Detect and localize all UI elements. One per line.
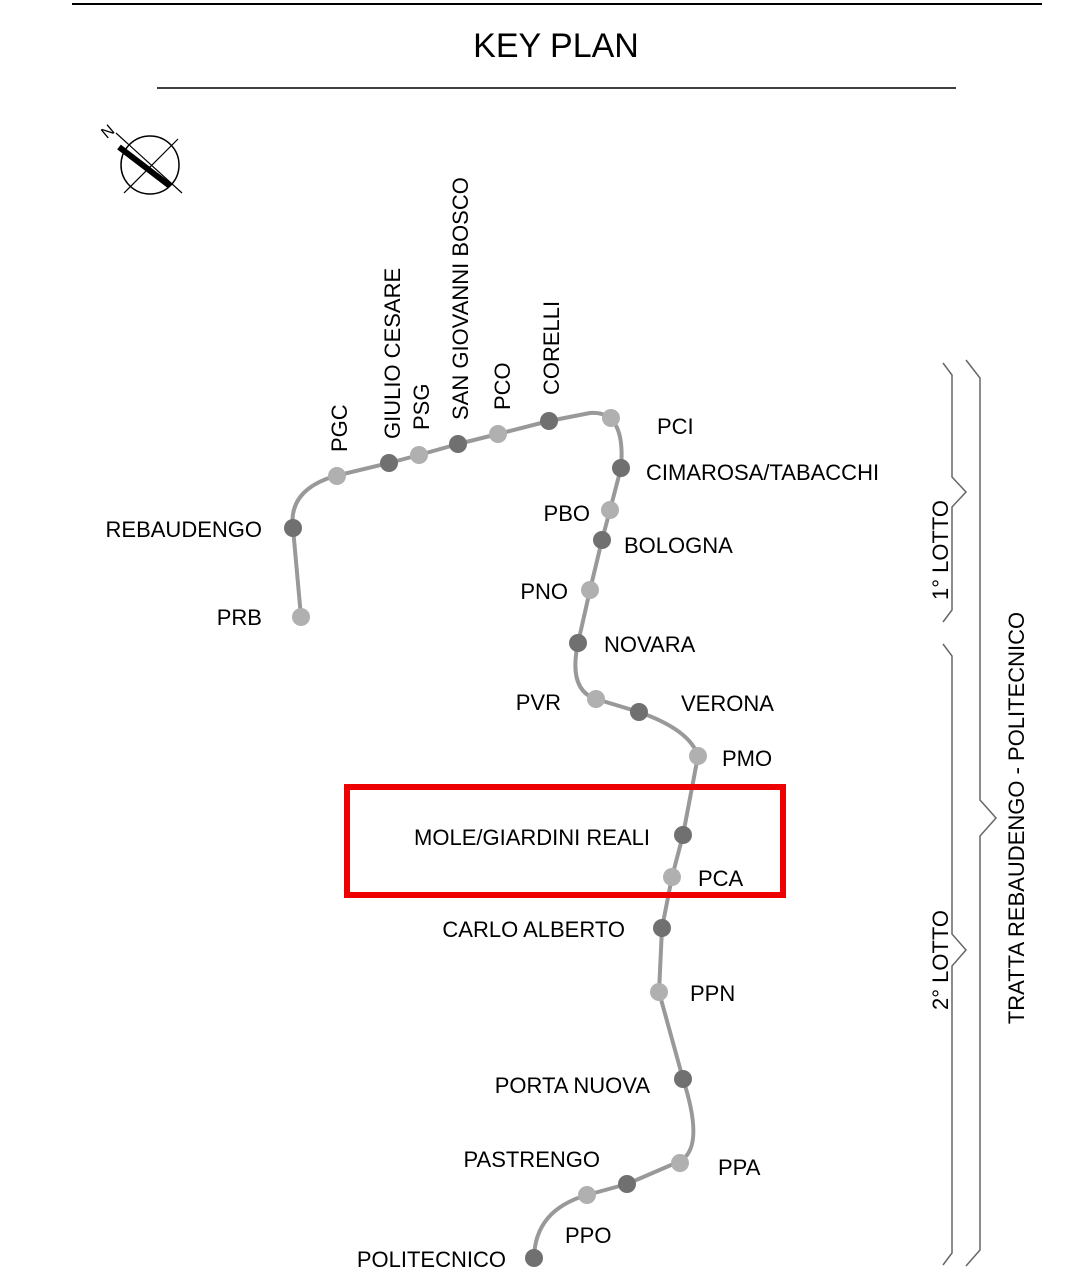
station-label-ppa: PPA bbox=[718, 1155, 761, 1180]
station-label-rebaudengo: REBAUDENGO bbox=[106, 517, 262, 542]
station-label-cimarosa-tabacchi: CIMAROSA/TABACCHI bbox=[646, 460, 879, 485]
station-label-verona: VERONA bbox=[681, 691, 774, 716]
station-marker-pca bbox=[663, 868, 681, 886]
station-label-psg: PSG bbox=[409, 384, 434, 430]
station-marker-politecnico bbox=[525, 1249, 543, 1267]
station-marker-prb bbox=[292, 608, 310, 626]
station-marker-giulio-cesare bbox=[380, 454, 398, 472]
station-marker-pno bbox=[581, 581, 599, 599]
north-arrow-icon: N bbox=[98, 122, 183, 195]
station-label-carlo-alberto: CARLO ALBERTO bbox=[442, 917, 625, 942]
station-marker-novara bbox=[569, 634, 587, 652]
station-marker-carlo-alberto bbox=[653, 919, 671, 937]
station-label-novara: NOVARA bbox=[604, 632, 696, 657]
station-label-prb: PRB bbox=[217, 605, 262, 630]
station-label-mole-giardini-reali: MOLE/GIARDINI REALI bbox=[414, 825, 650, 850]
station-label-pastrengo: PASTRENGO bbox=[463, 1147, 600, 1172]
station-marker-mole-giardini-reali bbox=[674, 826, 692, 844]
highlight-box bbox=[344, 784, 786, 898]
station-marker-cimarosa-tabacchi bbox=[612, 459, 630, 477]
station-marker-corelli bbox=[540, 412, 558, 430]
station-marker-bologna bbox=[593, 531, 611, 549]
station-label-pbo: PBO bbox=[544, 501, 590, 526]
station-marker-pci bbox=[602, 409, 620, 427]
station-label-pmo: PMO bbox=[722, 746, 772, 771]
station-marker-san-giovanni-bosco bbox=[449, 435, 467, 453]
station-marker-pvr bbox=[587, 690, 605, 708]
station-marker-psg bbox=[410, 446, 428, 464]
station-marker-pbo bbox=[601, 501, 619, 519]
second-lot-bracket bbox=[942, 643, 967, 1266]
station-label-pno: PNO bbox=[520, 579, 568, 604]
lot-brackets bbox=[942, 359, 998, 1267]
station-marker-ppo bbox=[578, 1186, 596, 1204]
station-marker-pastrengo bbox=[618, 1175, 636, 1193]
first-lot-bracket bbox=[942, 362, 968, 623]
station-marker-pmo bbox=[689, 747, 707, 765]
station-label-ppo: PPO bbox=[565, 1223, 611, 1248]
station-marker-ppn bbox=[650, 983, 668, 1001]
station-marker-pco bbox=[489, 425, 507, 443]
station-marker-rebaudengo bbox=[284, 519, 302, 537]
section-bracket bbox=[965, 359, 998, 1267]
station-label-pvr: PVR bbox=[516, 690, 561, 715]
map-title: KEY PLAN bbox=[473, 27, 639, 65]
station-marker-verona bbox=[630, 703, 648, 721]
station-label-pco: PCO bbox=[490, 362, 515, 410]
station-label-ppn: PPN bbox=[690, 981, 735, 1006]
station-label-bologna: BOLOGNA bbox=[624, 533, 733, 558]
station-marker-porta-nuova bbox=[674, 1070, 692, 1088]
first-lot-label: 1° LOTTO bbox=[928, 500, 953, 600]
station-marker-ppa bbox=[671, 1154, 689, 1172]
station-label-politecnico: POLITECNICO bbox=[357, 1247, 506, 1272]
station-label-san-giovanni-bosco: SAN GIOVANNI BOSCO bbox=[448, 177, 473, 420]
station-label-pgc: PGC bbox=[327, 404, 352, 452]
station-marker-pgc bbox=[328, 467, 346, 485]
station-label-giulio-cesare: GIULIO CESARE bbox=[380, 268, 405, 439]
second-lot-label: 2° LOTTO bbox=[928, 910, 953, 1010]
north-label: N bbox=[98, 122, 118, 142]
section-label: TRATTA REBAUDENGO - POLITECNICO bbox=[1004, 612, 1029, 1024]
station-label-corelli: CORELLI bbox=[539, 301, 564, 395]
station-label-pca: PCA bbox=[698, 866, 744, 891]
station-label-porta-nuova: PORTA NUOVA bbox=[495, 1073, 651, 1098]
station-label-pci: PCI bbox=[657, 414, 694, 439]
